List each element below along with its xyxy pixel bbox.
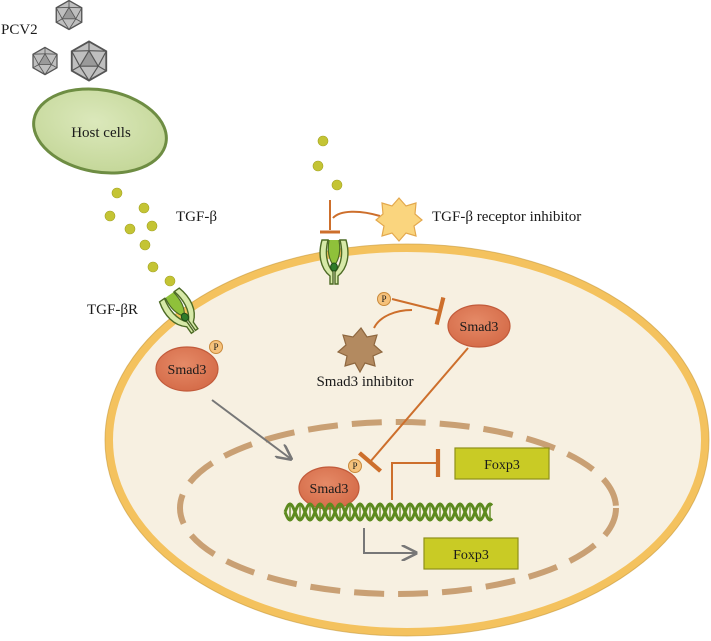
- host-cell-label: Host cells: [71, 125, 131, 141]
- host-cell: [32, 87, 168, 175]
- foxp3-label-bottom: Foxp3: [453, 548, 489, 563]
- cell-membrane: [105, 244, 709, 636]
- virus-label: PCV2: [1, 22, 38, 38]
- phospho-label-1: P: [213, 342, 218, 352]
- smad3-inhibitor-label: Smad3 inhibitor: [316, 374, 413, 390]
- virus-icon: [32, 0, 108, 82]
- receptor-label: TGF-βR: [87, 302, 138, 318]
- smad3-node-cytoplasm: [155, 346, 219, 392]
- foxp3-expression-arrow: [363, 528, 416, 553]
- receptor-inhibitor-label: TGF-β receptor inhibitor: [432, 209, 581, 225]
- foxp3-inhibition-line: [391, 449, 441, 500]
- smad3-node-right: [447, 304, 511, 348]
- foxp3-label-top: Foxp3: [484, 458, 520, 473]
- smad3-inhibitor-icon: [336, 327, 384, 374]
- dna-icon: [283, 502, 494, 522]
- receptor-inhibitor-icon: [375, 197, 423, 242]
- smad3-label-cytoplasm: Smad3: [168, 363, 207, 378]
- smad3-inhibition-line: [358, 347, 469, 473]
- tgf-beta-label: TGF-β: [176, 209, 217, 225]
- phospho-label-2: P: [381, 294, 386, 304]
- smad3-label-right: Smad3: [460, 320, 499, 335]
- smad3-label-nucleus: Smad3: [310, 482, 349, 497]
- tgf-beta-ligands-right: [312, 135, 343, 191]
- phospho-label-3: P: [352, 461, 357, 471]
- foxp3-box-bottom: [423, 537, 519, 570]
- foxp3-box-top: [454, 447, 550, 480]
- smad3-node-nucleus: [298, 466, 360, 510]
- nucleus-membrane: [177, 419, 619, 597]
- translocation-arrow: [211, 399, 291, 459]
- tgf-beta-ligands-left: [104, 187, 176, 287]
